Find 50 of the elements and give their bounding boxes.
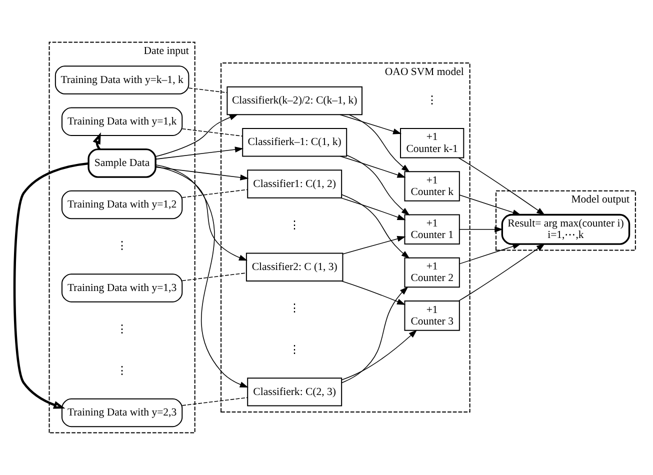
node-box: Sample Data	[88, 148, 156, 178]
arrow	[341, 194, 410, 259]
arrow	[13, 162, 88, 409]
arrow	[459, 194, 522, 216]
connector	[182, 128, 243, 137]
connector	[188, 88, 228, 94]
label: ⋮	[289, 219, 300, 232]
connector	[182, 189, 248, 198]
node-box: Classifierk: C(2, 3)	[247, 378, 342, 406]
arrow	[341, 286, 408, 384]
node-box: +1 Counter k	[404, 171, 460, 202]
node-box: Classifier1: C(1, 2)	[247, 170, 342, 198]
arrow	[348, 114, 410, 172]
label: ⋮	[116, 323, 128, 336]
arrow	[459, 244, 522, 264]
node-box: +1 Counter 2	[404, 257, 460, 288]
node-box: Training Data with y=1,3	[61, 274, 183, 302]
node-box: Classifierk–1: C(1, k)	[242, 128, 348, 157]
label: ⋮	[116, 240, 128, 252]
connector	[182, 397, 248, 406]
arrow	[340, 156, 406, 178]
arrow	[155, 166, 249, 180]
arrow	[340, 198, 406, 220]
node-box: Classifierk(k–2)/2: C(k–1, k)	[226, 86, 362, 116]
arrow	[458, 244, 546, 302]
arrow	[155, 164, 248, 388]
arrow	[341, 280, 406, 305]
node-box: Classifier2: C (1, 3)	[246, 252, 344, 282]
arrow	[459, 226, 504, 232]
node-box: Training Data with y=1,k	[61, 107, 183, 136]
node-box: +1 Counter 1	[404, 214, 460, 245]
arrow	[342, 236, 406, 254]
arrow	[341, 330, 418, 380]
node-box: +1 Counter k-1	[400, 128, 464, 158]
arrow	[458, 158, 546, 216]
arrow	[340, 114, 402, 134]
node-box: Result= arg max(counter i) i=1,⋯,k	[501, 214, 630, 245]
label: ⋮	[289, 344, 300, 356]
label: ⋮	[289, 302, 300, 315]
arrow	[155, 166, 248, 261]
node-box: Training Data with y=k–1, k	[54, 66, 190, 94]
node-box: Training Data with y=1,2	[61, 190, 183, 220]
arrow	[155, 146, 244, 160]
arrow	[346, 154, 410, 216]
arrow	[155, 114, 238, 157]
label: ⋮	[426, 94, 438, 107]
node-box: +1 Counter 3	[404, 300, 460, 331]
connector	[182, 272, 247, 282]
label: ⋮	[116, 364, 128, 377]
node-box: Training Data with y=2,3	[61, 398, 183, 428]
